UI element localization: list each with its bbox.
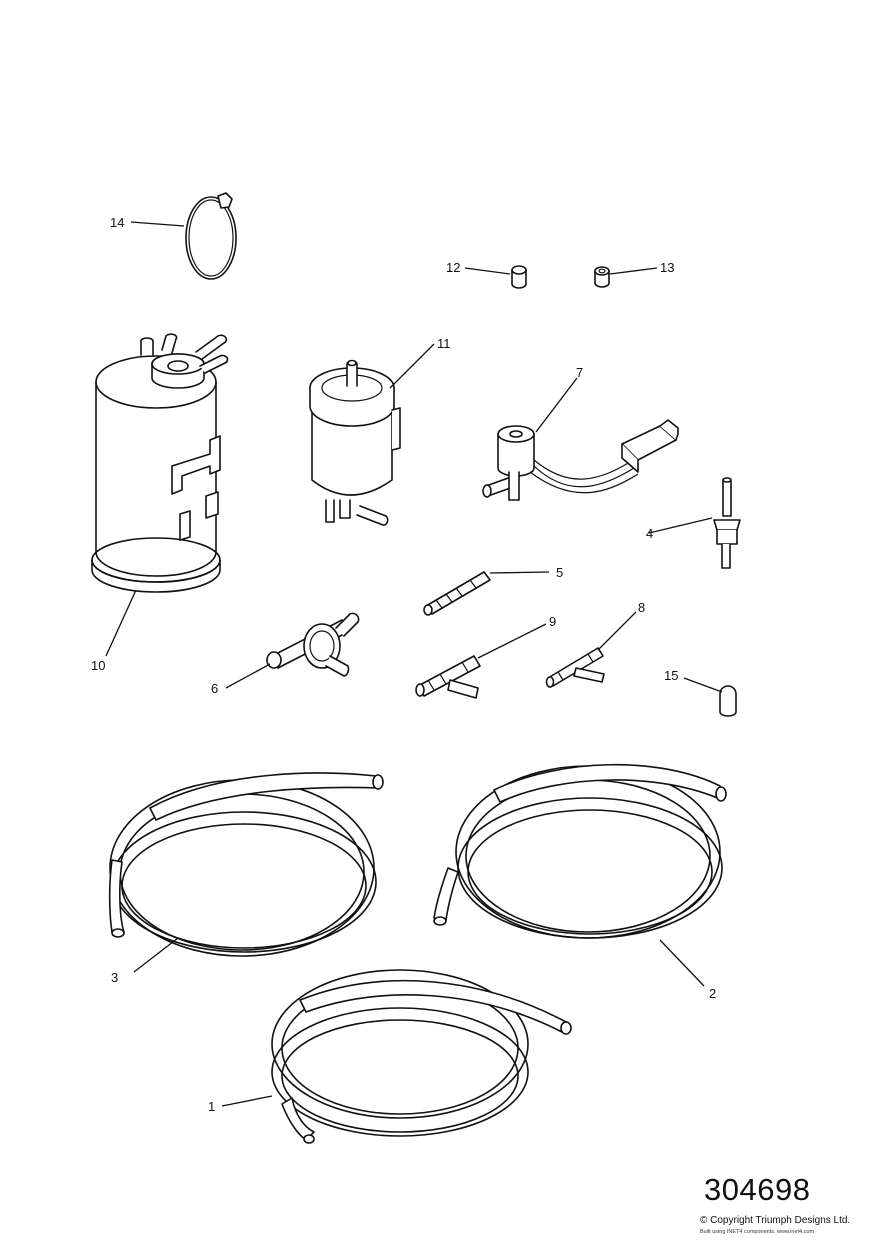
callout-11: 11 xyxy=(437,336,451,351)
callout-12: 12 xyxy=(446,260,460,275)
part-12-cap[interactable] xyxy=(511,265,527,289)
part-9-t-piece[interactable] xyxy=(415,655,481,699)
callout-8: 8 xyxy=(638,600,645,615)
callout-13: 13 xyxy=(660,260,674,275)
callout-2: 2 xyxy=(709,986,716,1001)
part-11-filter[interactable] xyxy=(309,359,401,526)
built-using-notice: Built using INET4 components. www.inet4.… xyxy=(700,1229,815,1235)
callout-7: 7 xyxy=(576,365,583,380)
part-5-connector[interactable] xyxy=(423,571,491,616)
part-6-vacuum-valve[interactable] xyxy=(266,612,360,677)
callout-4: 4 xyxy=(646,526,653,541)
callout-1: 1 xyxy=(208,1099,215,1114)
callout-14: 14 xyxy=(110,215,124,230)
part-10-canister[interactable] xyxy=(91,333,229,593)
callout-15: 15 xyxy=(664,668,678,683)
callout-6: 6 xyxy=(211,681,218,696)
part-2-hose-coil[interactable] xyxy=(433,763,727,939)
callout-9: 9 xyxy=(549,614,556,629)
part-3-hose-coil[interactable] xyxy=(108,772,384,957)
part-8-small-t-piece[interactable] xyxy=(545,647,605,688)
callout-5: 5 xyxy=(556,565,563,580)
callout-3: 3 xyxy=(111,970,118,985)
part-14-hose-clip[interactable] xyxy=(185,192,237,280)
leader-lines xyxy=(105,221,723,1107)
diagram-number: 304698 xyxy=(704,1172,811,1207)
part-7-solenoid-valve[interactable] xyxy=(482,419,679,501)
part-1-hose-coil[interactable] xyxy=(271,969,572,1144)
part-4-inline-filter[interactable] xyxy=(713,477,741,569)
callout-10: 10 xyxy=(91,658,105,673)
part-15-blanking-cap[interactable] xyxy=(719,685,737,717)
copyright-notice: © Copyright Triumph Designs Ltd. xyxy=(700,1215,851,1226)
callout-labels: 14 12 13 11 7 4 5 9 8 15 10 6 3 2 1 xyxy=(91,215,716,1114)
part-13-cap[interactable] xyxy=(594,266,610,288)
